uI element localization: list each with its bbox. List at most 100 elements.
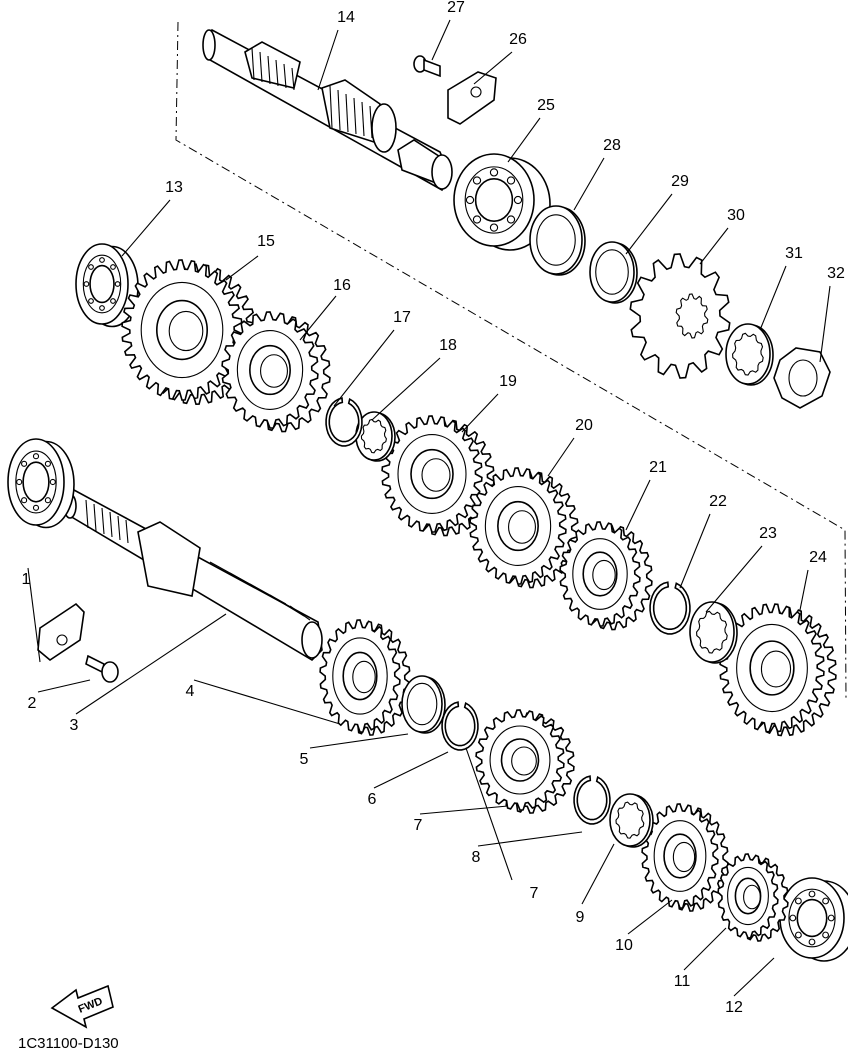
- washer-6: [401, 675, 446, 734]
- retainer-plate-bottom: [37, 602, 85, 661]
- callout-label: 18: [439, 337, 457, 354]
- leader-line: [419, 805, 509, 815]
- leader-lines: [27, 19, 831, 997]
- retainer-plate-top: [447, 71, 497, 125]
- callout-label: 7: [414, 817, 423, 834]
- gear-20: [469, 467, 579, 589]
- drive-sprocket: [629, 253, 731, 379]
- bearing-1: [7, 438, 75, 529]
- leader-line: [625, 193, 673, 255]
- circlip-22: [649, 581, 691, 635]
- callout-label: 16: [333, 277, 351, 294]
- circlip-7b: [573, 775, 611, 825]
- circlip-7a: [441, 701, 479, 751]
- callout-label: 4: [186, 683, 195, 700]
- callout-label: 28: [603, 137, 621, 154]
- spline-washer-9: [609, 793, 654, 848]
- drive-axle: [63, 489, 323, 662]
- leader-line: [733, 957, 775, 997]
- spline-washer-18: [355, 411, 396, 462]
- circlip-17: [325, 397, 363, 447]
- thrust-washer-28: [529, 205, 586, 276]
- leader-line: [507, 117, 541, 163]
- callout-label: 29: [671, 173, 689, 190]
- assembly-outline: [175, 21, 847, 701]
- gear-21: [559, 521, 653, 631]
- leader-line: [465, 747, 513, 881]
- leader-line: [27, 567, 41, 663]
- leader-line: [477, 831, 583, 847]
- sprocket-nut: [773, 347, 831, 409]
- leader-line: [121, 199, 171, 257]
- leader-line: [333, 329, 395, 407]
- callout-label: 24: [809, 549, 827, 566]
- lock-washer-31: [725, 323, 774, 386]
- leader-line: [625, 479, 651, 531]
- bearing-12: [779, 877, 848, 962]
- leader-line: [371, 357, 441, 421]
- callout-label: 14: [337, 9, 355, 26]
- callout-label: 6: [368, 791, 377, 808]
- bolt-top: [413, 55, 441, 78]
- bearing-25: [453, 153, 551, 251]
- leader-line: [299, 295, 337, 341]
- leader-line: [547, 437, 575, 477]
- gear-19: [381, 415, 495, 537]
- leader-line: [431, 19, 451, 61]
- leader-line: [683, 927, 727, 971]
- leader-line: [461, 393, 499, 433]
- leader-line: [37, 679, 91, 693]
- callout-labels: 1234567789101112131415161718192021222324…: [22, 0, 845, 1016]
- parts-layer: [7, 28, 848, 962]
- gear-10: [641, 803, 729, 912]
- leader-line: [309, 733, 409, 749]
- callout-label: 12: [725, 999, 743, 1016]
- callout-label: 13: [165, 179, 183, 196]
- callout-label: 26: [509, 31, 527, 48]
- callout-label: 31: [785, 245, 803, 262]
- callout-label: 5: [300, 751, 309, 768]
- diagram-code: 1C31100-D130: [18, 1035, 119, 1052]
- callout-label: 15: [257, 233, 275, 250]
- callout-label: 8: [472, 849, 481, 866]
- leader-line: [699, 227, 729, 265]
- callout-label: 22: [709, 493, 727, 510]
- callout-label: 1: [22, 571, 31, 588]
- callout-label: 30: [727, 207, 745, 224]
- bolt-bottom: [85, 654, 119, 683]
- collar-29: [589, 241, 638, 304]
- callout-label: 27: [447, 0, 465, 16]
- callout-label: 3: [70, 717, 79, 734]
- gear-5: [319, 619, 411, 736]
- leader-line: [759, 265, 787, 331]
- callout-label: 11: [674, 973, 691, 990]
- gear-16: [221, 311, 331, 433]
- callout-label: 32: [827, 265, 845, 282]
- callout-label: 2: [28, 695, 37, 712]
- bearing-13: [75, 243, 139, 328]
- leader-line: [225, 255, 259, 281]
- leader-line: [627, 899, 673, 935]
- callout-label: 20: [575, 417, 593, 434]
- gear-11: [717, 853, 789, 942]
- callout-label: 19: [499, 373, 517, 390]
- leader-line: [819, 285, 831, 363]
- leader-line: [705, 545, 763, 613]
- gear-8: [475, 709, 575, 814]
- leader-line: [317, 29, 339, 91]
- callout-label: 21: [649, 459, 667, 476]
- leader-line: [573, 157, 605, 211]
- fwd-arrow-icon: FWD: [50, 984, 114, 1029]
- callout-label: 10: [615, 937, 633, 954]
- callout-label: 7: [530, 885, 539, 902]
- callout-label: 25: [537, 97, 555, 114]
- leader-line: [75, 613, 227, 715]
- leader-line: [679, 513, 711, 589]
- leader-line: [799, 569, 809, 611]
- leader-line: [473, 51, 513, 85]
- callout-label: 9: [576, 909, 585, 926]
- leader-line: [193, 679, 341, 725]
- callout-label: 17: [393, 309, 411, 326]
- leader-line: [373, 751, 449, 789]
